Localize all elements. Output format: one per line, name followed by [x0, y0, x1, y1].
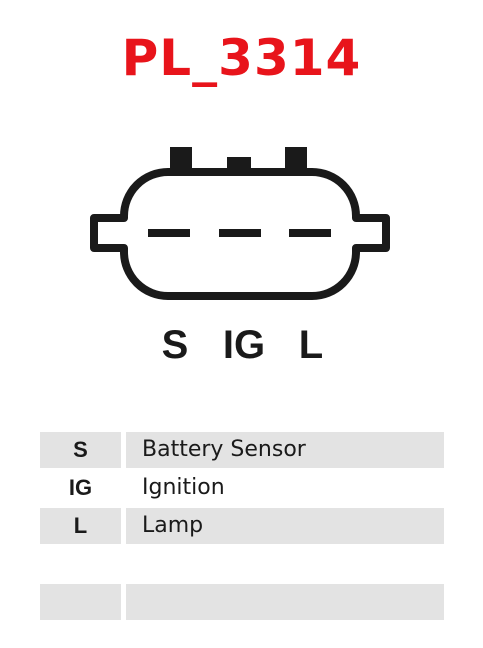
legend-description: Battery Sensor — [126, 432, 444, 468]
pin-slot-ig — [219, 229, 261, 237]
legend-code: IG — [68, 475, 93, 500]
pin-label-s: S — [161, 323, 189, 367]
legend-code — [40, 584, 121, 620]
legend-row: IG Ignition — [40, 470, 444, 506]
legend-row: S Battery Sensor — [40, 432, 444, 468]
pin-label-ig: IG — [222, 323, 266, 367]
legend-row: L Lamp — [40, 508, 444, 544]
legend-description — [126, 546, 444, 582]
legend-row — [40, 584, 444, 620]
part-number-title: PL_3314 — [121, 29, 362, 87]
legend-description — [126, 584, 444, 620]
pin-label-l: L — [298, 323, 324, 367]
legend-row — [40, 546, 444, 582]
legend-code: S — [40, 432, 121, 468]
legend-description: Lamp — [126, 508, 444, 544]
legend-description: Ignition — [142, 475, 225, 500]
legend-code — [40, 546, 121, 582]
pin-slot-s — [148, 229, 190, 237]
pin-slot-l — [289, 229, 331, 237]
connector-diagram — [90, 147, 390, 300]
legend-code: L — [40, 508, 121, 544]
